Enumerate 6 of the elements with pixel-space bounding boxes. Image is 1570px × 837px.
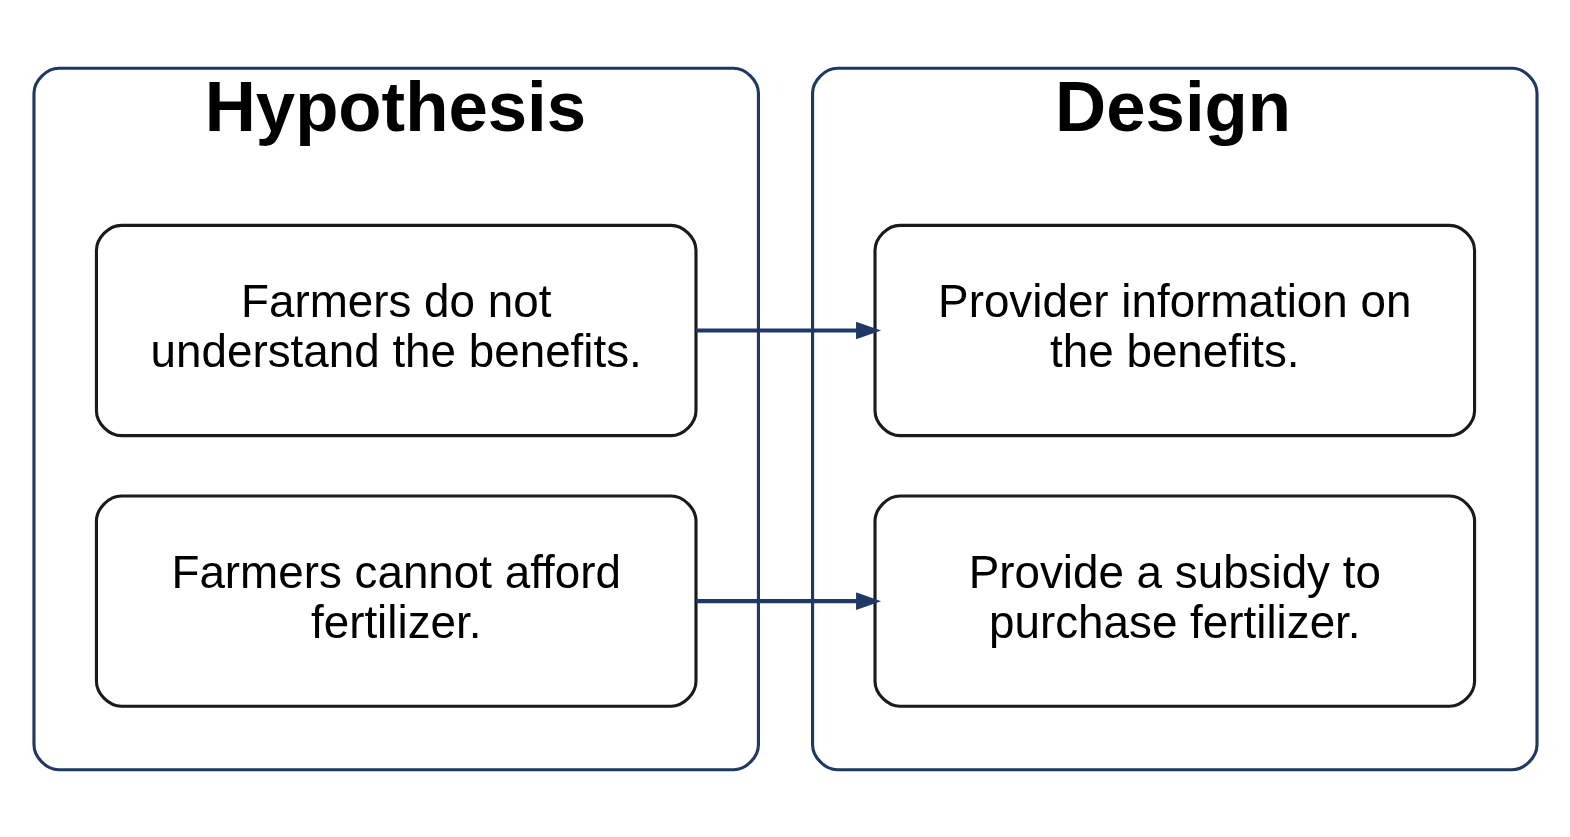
node-box: Farmers cannot afford fertilizer. [94, 493, 698, 708]
node-box: Farmers do not understand the benefits. [94, 223, 698, 437]
node-box: Provider information on the benefits. [872, 223, 1476, 437]
arrow [695, 321, 881, 339]
node-box: Provide a subsidy to purchase fertilizer. [872, 493, 1476, 708]
arrow [695, 591, 881, 610]
